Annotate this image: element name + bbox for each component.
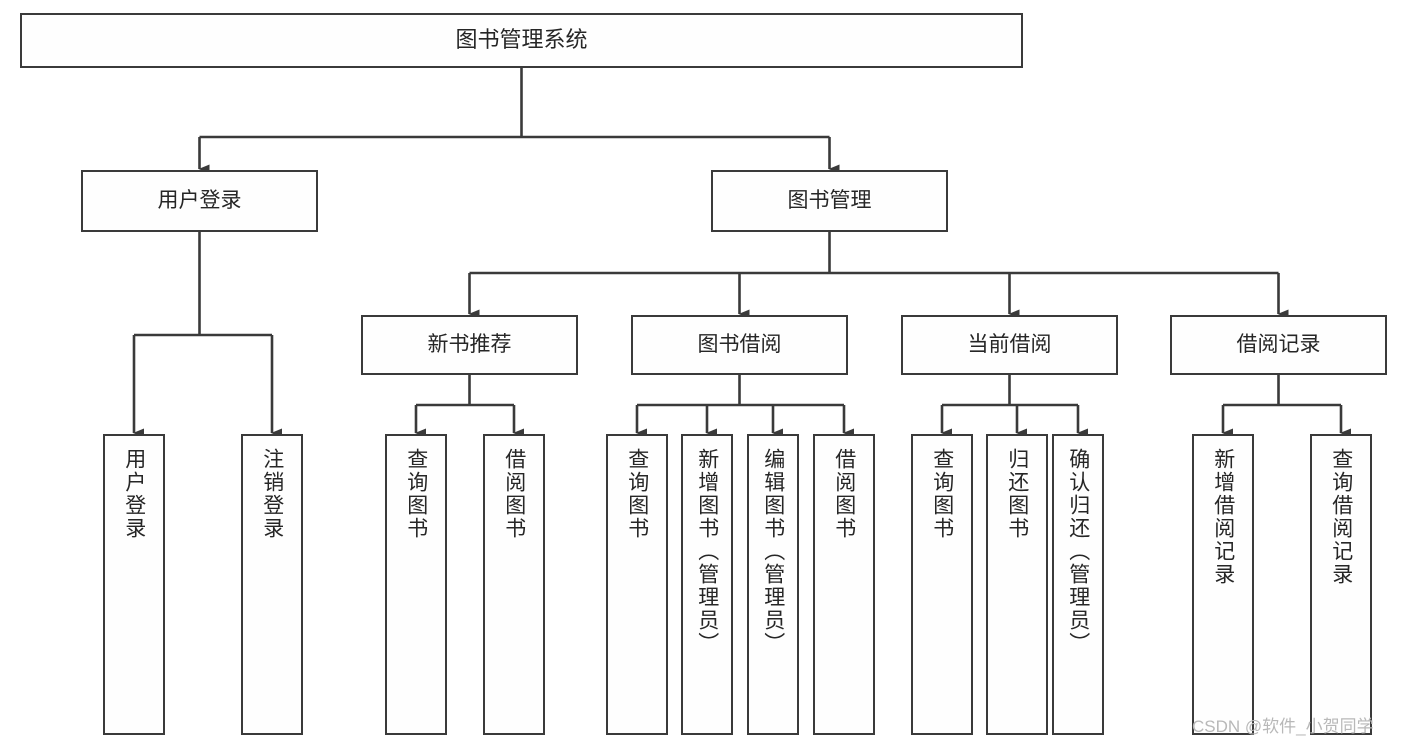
node-leaf-query-book-3[interactable]: 查询图书 (911, 434, 973, 735)
node-label: 查询图书 (930, 448, 954, 540)
node-label: 用户登录 (157, 189, 242, 213)
node-label: 查询图书 (625, 448, 649, 540)
node-leaf-edit-book[interactable]: 编辑图书（管理员） (747, 434, 799, 735)
node-leaf-add-record[interactable]: 新增借阅记录 (1192, 434, 1254, 735)
node-label: 图书借阅 (697, 333, 782, 357)
node-label: 新增图书（管理员） (695, 448, 719, 655)
node-leaf-query-book-1[interactable]: 查询图书 (385, 434, 447, 735)
node-leaf-borrow-book-1[interactable]: 借阅图书 (483, 434, 545, 735)
node-label: 借阅图书 (832, 448, 856, 540)
node-label: 图书管理 (787, 189, 872, 213)
node-label: 确认归还（管理员） (1066, 448, 1090, 655)
node-leaf-confirm-ret[interactable]: 确认归还（管理员） (1052, 434, 1104, 735)
node-label: 查询借阅记录 (1329, 448, 1353, 586)
node-label: 归还图书 (1005, 448, 1029, 540)
node-label: 用户登录 (122, 448, 146, 540)
node-leaf-query-record[interactable]: 查询借阅记录 (1310, 434, 1372, 735)
node-label: 注销登录 (260, 448, 284, 540)
node-label: 新增借阅记录 (1211, 448, 1235, 586)
node-current-borrow[interactable]: 当前借阅 (901, 315, 1118, 375)
node-book-manage[interactable]: 图书管理 (711, 170, 948, 232)
node-book-borrow[interactable]: 图书借阅 (631, 315, 848, 375)
node-label: 查询图书 (404, 448, 428, 540)
node-label: 借阅记录 (1236, 333, 1321, 357)
node-label: 当前借阅 (967, 333, 1052, 357)
node-borrow-record[interactable]: 借阅记录 (1170, 315, 1387, 375)
node-leaf-borrow-book-2[interactable]: 借阅图书 (813, 434, 875, 735)
node-label: 编辑图书（管理员） (761, 448, 785, 655)
node-leaf-query-book-2[interactable]: 查询图书 (606, 434, 668, 735)
node-new-book-rec[interactable]: 新书推荐 (361, 315, 578, 375)
node-label: 借阅图书 (502, 448, 526, 540)
node-leaf-return-book[interactable]: 归还图书 (986, 434, 1048, 735)
node-leaf-add-book[interactable]: 新增图书（管理员） (681, 434, 733, 735)
node-root[interactable]: 图书管理系统 (20, 13, 1023, 68)
node-label: 新书推荐 (427, 333, 512, 357)
node-leaf-user-login[interactable]: 用户登录 (103, 434, 165, 735)
node-user-login[interactable]: 用户登录 (81, 170, 318, 232)
node-label: 图书管理系统 (455, 27, 588, 53)
node-leaf-user-logout[interactable]: 注销登录 (241, 434, 303, 735)
